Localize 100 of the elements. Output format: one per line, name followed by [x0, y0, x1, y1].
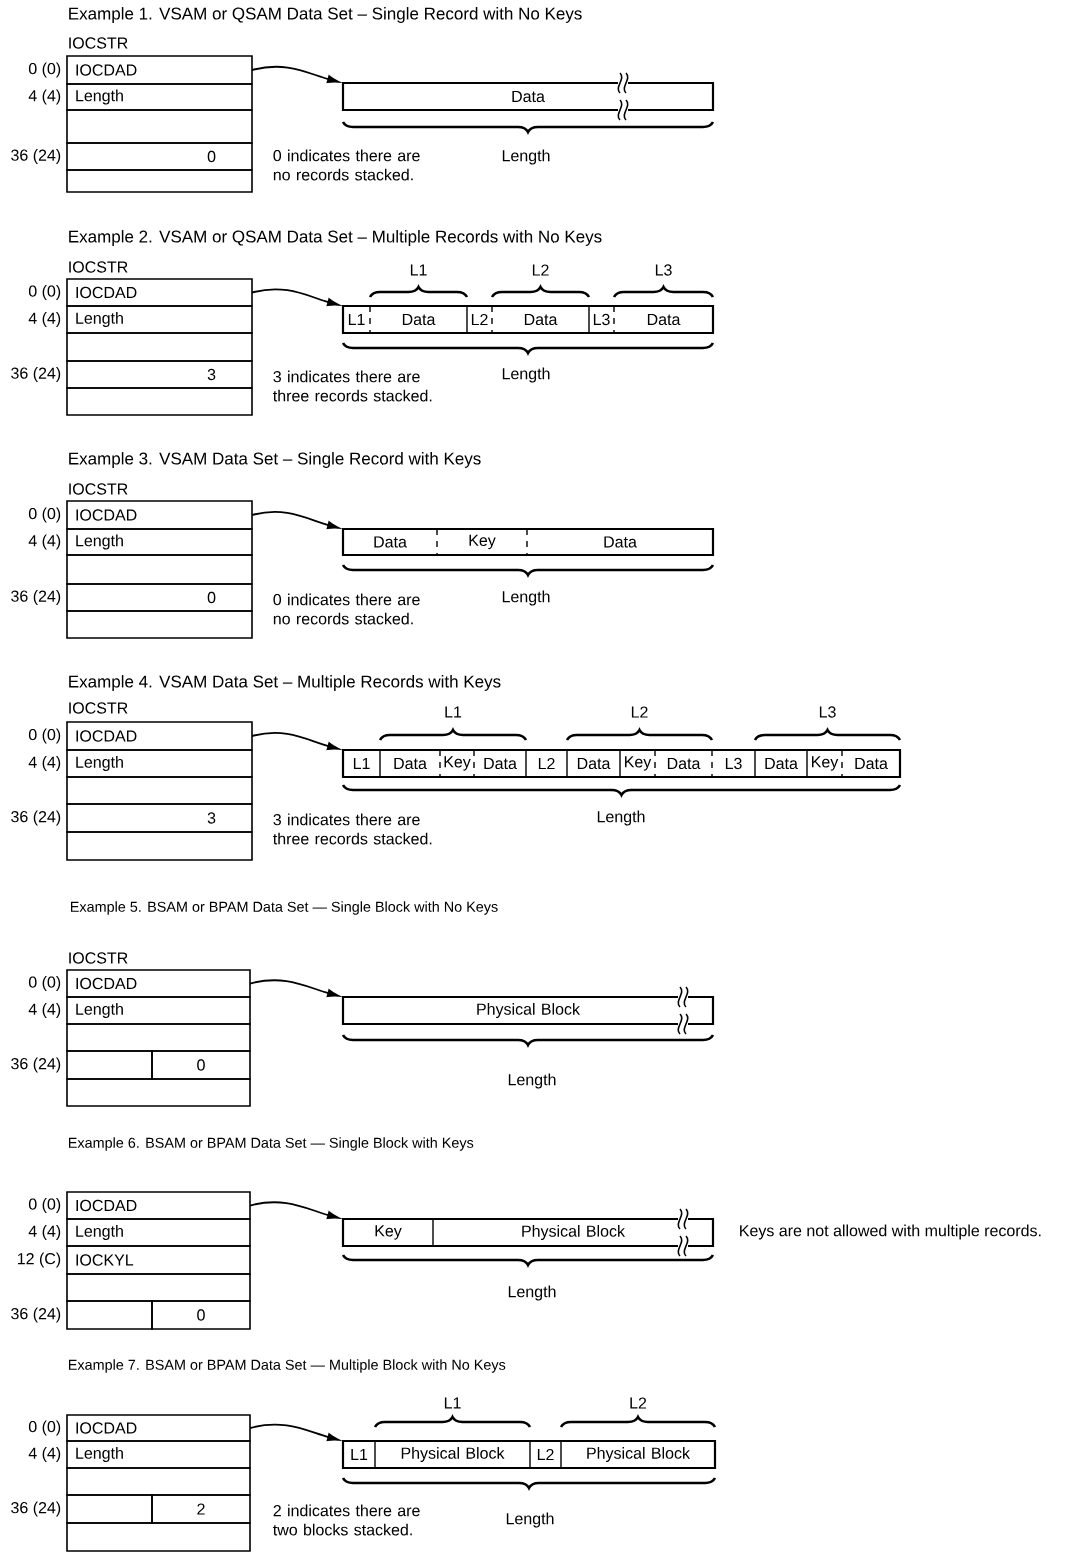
record-field: L2 — [538, 757, 555, 770]
length-label: Length — [502, 590, 550, 606]
table-cell — [66, 831, 253, 861]
table-cell: IOCKYL — [66, 1245, 251, 1275]
table-cell — [66, 1522, 251, 1552]
record-field: Key — [812, 756, 839, 771]
offset-label: 0 (0) — [28, 285, 61, 300]
table-cell: 0 — [66, 142, 253, 171]
offset-label: 4 (4) — [28, 1003, 61, 1018]
table-cell: 3 — [66, 803, 253, 833]
table-cell: IOCDAD — [66, 55, 253, 85]
example-title: Example 1. VSAM or QSAM Data Set – Single Record with No Keys — [69, 7, 582, 23]
brace-label: L3 — [655, 264, 672, 276]
example-title: Example 4. VSAM Data Set – Multiple Records with Keys — [69, 675, 501, 691]
structure-name: IOCSTR — [69, 37, 128, 49]
record-field: Data — [402, 313, 436, 326]
brace-label: L2 — [532, 264, 549, 276]
offset-label: 36 (24) — [11, 810, 61, 826]
record-field: L2 — [471, 313, 488, 326]
record-field: L1 — [353, 758, 370, 769]
table-cell — [66, 776, 253, 805]
arrow — [249, 1201, 340, 1219]
record-box — [341, 304, 715, 335]
offset-label: 36 (24) — [11, 367, 61, 382]
table-cell: Length — [66, 305, 253, 334]
offset-label: 0 (0) — [28, 1198, 61, 1213]
table-cell: Length — [66, 1218, 251, 1247]
example-title: Example 5. BSAM or BPAM Data Set — Single Block with No Keys — [71, 901, 498, 915]
record-box: Physical Block — [341, 995, 715, 1026]
offset-label: 4 (4) — [28, 89, 61, 105]
offset-label: 0 (0) — [28, 507, 61, 523]
arrow — [251, 65, 340, 84]
brace-label: L1 — [445, 706, 462, 718]
offset-label: 4 (4) — [28, 1225, 61, 1240]
record-field: L2 — [537, 1448, 554, 1461]
record-field: L1 — [348, 314, 365, 325]
table-cell: Length — [66, 749, 253, 778]
table-cell — [66, 1300, 153, 1330]
arrow — [249, 1423, 340, 1441]
table-cell: Length — [66, 528, 253, 556]
arrow — [249, 979, 340, 997]
offset-label: 36 (24) — [11, 1307, 61, 1323]
record-field: Data — [667, 757, 701, 770]
offset-label: 36 (24) — [11, 1057, 61, 1073]
table-cell: Length — [66, 996, 251, 1025]
offset-label: 4 (4) — [28, 312, 61, 327]
record-field: Data — [484, 757, 517, 770]
record-field: Data — [765, 757, 798, 770]
table-cell: IOCDAD — [66, 1191, 251, 1220]
record-field: L3 — [593, 313, 610, 326]
table-cell — [66, 1467, 251, 1496]
table-cell: IOCDAD — [66, 500, 253, 530]
table-cell — [66, 332, 253, 362]
record-field: L1 — [351, 1449, 368, 1460]
example-title: Example 3. VSAM Data Set – Single Record with Keys — [69, 452, 481, 468]
table-cell — [66, 1050, 153, 1080]
brace-label: L1 — [444, 1397, 461, 1409]
record-box: Data — [341, 81, 715, 112]
table-cell: IOCDAD — [66, 278, 253, 307]
record-field: Physical Block — [587, 1447, 690, 1462]
record-box — [341, 527, 715, 557]
length-label: Length — [597, 810, 645, 826]
structure-name: IOCSTR — [69, 261, 128, 273]
table-cell: 0 — [151, 1050, 251, 1080]
table-cell — [66, 1078, 251, 1107]
table-cell — [66, 554, 253, 585]
record-field: Physical Block — [401, 1447, 505, 1462]
arrow — [251, 511, 340, 529]
structure-name: IOCSTR — [69, 952, 128, 964]
record-box — [341, 748, 902, 779]
record-box — [341, 1217, 715, 1248]
length-label: Length — [502, 149, 550, 165]
arrow — [251, 288, 340, 306]
brace-label: L1 — [410, 264, 427, 276]
table-cell: Length — [66, 83, 253, 111]
length-label: Length — [508, 1073, 556, 1089]
length-label: Length — [502, 367, 550, 383]
brace-label: L2 — [630, 1397, 647, 1409]
offset-label: 36 (24) — [11, 1501, 61, 1517]
structure-name: IOCSTR — [69, 702, 128, 714]
table-cell: 0 — [151, 1300, 251, 1330]
offset-label: 36 (24) — [11, 590, 61, 605]
offset-label: 12 (C) — [17, 1252, 61, 1268]
record-field: Data — [524, 313, 558, 326]
offset-label: 36 (24) — [11, 149, 61, 164]
offset-label: 0 (0) — [28, 62, 61, 78]
length-label: Length — [506, 1512, 554, 1528]
example-title: Example 7. BSAM or BPAM Data Set — Multiple Block with No Keys — [69, 1359, 506, 1373]
example-title: Example 2. VSAM or QSAM Data Set – Multiple Records with No Keys — [69, 230, 602, 246]
table-cell — [66, 610, 253, 639]
record-field: L3 — [725, 757, 742, 770]
table-cell: 3 — [66, 360, 253, 389]
note-text: 3 indicates there are three records stacked. — [273, 813, 432, 845]
brace-label: L3 — [819, 706, 836, 718]
table-cell — [66, 1023, 251, 1052]
record-field: Physical Block — [522, 1225, 625, 1240]
table-cell — [66, 169, 253, 193]
note-text: 2 indicates there are two blocks stacked. — [273, 1504, 420, 1536]
offset-label: 0 (0) — [28, 728, 61, 744]
table-cell: IOCDAD — [66, 721, 253, 751]
